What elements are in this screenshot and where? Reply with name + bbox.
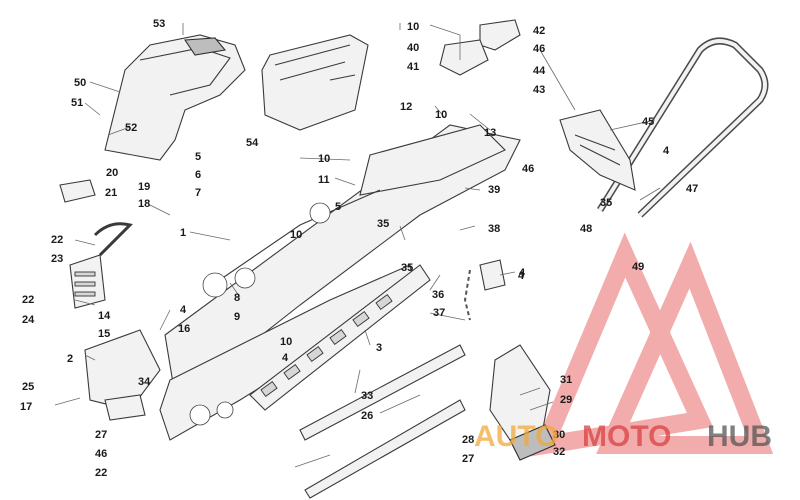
callout-number: 12 <box>400 101 412 113</box>
callout-number: 22 <box>51 234 63 246</box>
callout-number: 42 <box>533 25 545 37</box>
callout-number: 13 <box>484 127 496 139</box>
callout-number: 25 <box>22 381 34 393</box>
tail-flap-part <box>559 109 636 191</box>
callout-number: 4 <box>663 145 670 157</box>
callout-number: 15 <box>98 328 110 340</box>
callout-number: 8 <box>234 292 240 304</box>
callout-number: 36 <box>432 289 444 301</box>
callout-number: 46 <box>522 163 534 175</box>
callout-number: 6 <box>195 169 201 181</box>
callout-number: 26 <box>361 410 373 422</box>
callout-number: 44 <box>533 65 546 77</box>
callout-number: 34 <box>138 376 151 388</box>
strap-chain-part <box>463 259 506 321</box>
callout-number: 35 <box>401 262 413 274</box>
callout-number: 52 <box>125 122 137 134</box>
callout-number: 51 <box>71 97 83 109</box>
callout-number: 22 <box>22 294 34 306</box>
callout-number: 10 <box>407 21 419 33</box>
callout-number: 2 <box>67 353 73 365</box>
callout-number: 27 <box>462 453 474 465</box>
callout-number: 4 <box>518 270 525 282</box>
callout-number: 40 <box>407 42 419 54</box>
callout-number: 18 <box>138 198 150 210</box>
callout-number: 37 <box>433 307 445 319</box>
callout-number: 54 <box>246 137 259 149</box>
callout-number: 39 <box>488 184 500 196</box>
callout-number: 24 <box>22 314 35 326</box>
storage-bag-part <box>261 34 369 131</box>
callout-number: 16 <box>178 323 190 335</box>
watermark-logo <box>530 232 774 457</box>
left-bracket-parts <box>59 179 161 421</box>
callout-number: 20 <box>106 167 118 179</box>
callout-number: 47 <box>686 183 698 195</box>
callout-number: 22 <box>95 467 107 479</box>
chassis-tunnel-part <box>159 124 521 441</box>
callout-number: 28 <box>462 434 474 446</box>
callout-number: 17 <box>20 401 32 413</box>
callout-number: 35 <box>377 218 389 230</box>
callout-number: 45 <box>642 116 654 128</box>
callout-number: 10 <box>318 153 330 165</box>
callout-number: 1 <box>180 227 186 239</box>
callout-number: 10 <box>280 336 292 348</box>
callout-number: 30 <box>553 429 565 441</box>
rear-bumper-part <box>597 37 769 218</box>
callout-number: 10 <box>435 109 447 121</box>
grab-handle-part <box>439 19 521 76</box>
watermark-part2: MOTO <box>582 420 671 453</box>
watermark-part3: HUB <box>707 420 772 453</box>
callout-number: 9 <box>234 311 240 323</box>
callout-number: 49 <box>632 261 644 273</box>
callout-labels: 53 50 51 52 54 10 42 40 46 41 44 43 12 1… <box>20 18 698 479</box>
callout-number: 10 <box>290 229 302 241</box>
leader-lines <box>54 23 661 468</box>
callout-number: 7 <box>195 187 201 199</box>
callout-number: 5 <box>335 201 341 213</box>
callout-number: 23 <box>51 253 63 265</box>
callout-number: 48 <box>580 223 592 235</box>
callout-number: 33 <box>361 390 373 402</box>
callout-number: 14 <box>98 310 111 322</box>
callout-number: 50 <box>74 77 86 89</box>
callout-number: 11 <box>318 174 330 186</box>
shaft-parts <box>299 344 466 499</box>
callout-number: 27 <box>95 429 107 441</box>
callout-number: 4 <box>519 267 526 279</box>
callout-number: 4 <box>180 304 187 316</box>
callout-number: 3 <box>376 342 382 354</box>
callout-number: 53 <box>153 18 165 30</box>
watermark-text: AUTO MOTO HUB <box>474 420 772 453</box>
callout-number: 4 <box>282 352 289 364</box>
callout-number: 19 <box>138 181 150 193</box>
callout-number: 21 <box>105 187 117 199</box>
callout-number: 35 <box>600 197 612 209</box>
callout-number: 41 <box>407 61 419 73</box>
callout-number: 46 <box>95 448 107 460</box>
callout-number: 43 <box>533 84 545 96</box>
ribbed-rail-part <box>249 264 431 411</box>
callout-number: 5 <box>195 151 201 163</box>
watermark-part1: AUTO <box>474 420 558 453</box>
callout-number: 31 <box>560 374 572 386</box>
callout-number: 46 <box>533 43 545 55</box>
callout-number: 38 <box>488 223 500 235</box>
seat-backrest-part <box>104 34 246 161</box>
callout-number: 32 <box>553 446 565 458</box>
callout-number: 29 <box>560 394 572 406</box>
